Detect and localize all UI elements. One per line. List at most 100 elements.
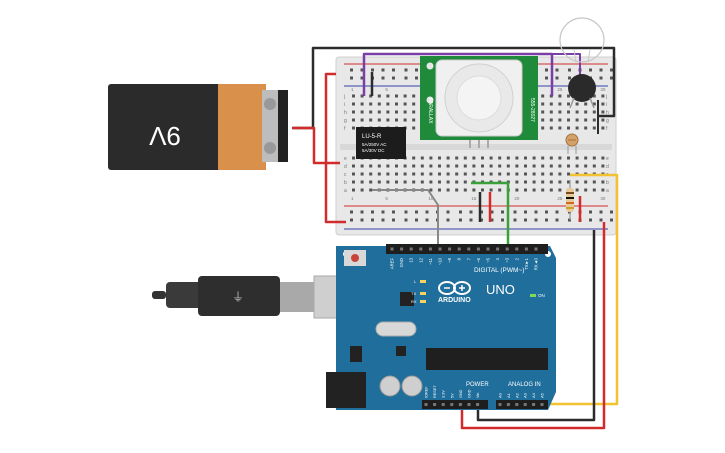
terminal-hole[interactable]: [463, 156, 467, 160]
terminal-hole[interactable]: [506, 172, 510, 176]
terminal-hole[interactable]: [524, 164, 527, 168]
terminal-hole[interactable]: [558, 126, 562, 130]
terminal-hole[interactable]: [403, 164, 407, 168]
terminal-hole[interactable]: [592, 164, 596, 168]
terminal-hole[interactable]: [472, 172, 476, 176]
terminal-hole[interactable]: [567, 180, 570, 184]
analog-pin-hole[interactable]: [523, 403, 527, 406]
terminal-hole[interactable]: [395, 118, 398, 122]
terminal-hole[interactable]: [601, 156, 605, 160]
terminal-hole[interactable]: [455, 156, 459, 160]
rail-hole[interactable]: [610, 68, 613, 72]
terminal-hole[interactable]: [438, 172, 441, 176]
terminal-hole[interactable]: [412, 118, 416, 122]
terminal-hole[interactable]: [584, 126, 588, 130]
terminal-hole[interactable]: [532, 180, 536, 184]
terminal-hole[interactable]: [575, 188, 579, 192]
terminal-hole[interactable]: [481, 172, 484, 176]
rail-hole[interactable]: [545, 68, 548, 72]
terminal-hole[interactable]: [592, 118, 596, 122]
power-pin-hole[interactable]: [467, 403, 471, 406]
terminal-hole[interactable]: [592, 180, 596, 184]
terminal-hole[interactable]: [515, 164, 519, 168]
terminal-hole[interactable]: [515, 188, 519, 192]
terminal-hole[interactable]: [412, 126, 416, 130]
rail-hole[interactable]: [568, 76, 571, 80]
rail-hole[interactable]: [360, 210, 364, 214]
digital-pin-hole[interactable]: [457, 247, 461, 251]
terminal-hole[interactable]: [352, 126, 355, 130]
rail-hole[interactable]: [513, 210, 517, 214]
rail-hole[interactable]: [381, 68, 385, 72]
power-pin-hole[interactable]: [476, 403, 480, 406]
rail-hole[interactable]: [599, 210, 603, 214]
terminal-hole[interactable]: [506, 164, 510, 168]
terminal-hole[interactable]: [584, 180, 588, 184]
terminal-hole[interactable]: [386, 118, 390, 122]
light-bulb[interactable]: [559, 17, 605, 109]
terminal-hole[interactable]: [386, 110, 390, 114]
terminal-hole[interactable]: [592, 126, 596, 130]
terminal-hole[interactable]: [481, 156, 484, 160]
terminal-hole[interactable]: [420, 172, 424, 176]
relay[interactable]: LU-5-R 5A/250V AC 5A/30V DC: [356, 127, 406, 159]
terminal-hole[interactable]: [541, 156, 545, 160]
terminal-hole[interactable]: [524, 180, 527, 184]
rail-hole[interactable]: [392, 210, 395, 214]
pir-sensor[interactable]: PARALLAX 555-28027: [420, 56, 538, 148]
terminal-hole[interactable]: [472, 164, 476, 168]
digital-pin-hole[interactable]: [486, 247, 490, 251]
rail-hole[interactable]: [545, 76, 548, 80]
terminal-hole[interactable]: [395, 180, 398, 184]
terminal-hole[interactable]: [352, 110, 355, 114]
terminal-hole[interactable]: [549, 164, 553, 168]
rail-hole[interactable]: [404, 76, 408, 80]
terminal-hole[interactable]: [549, 188, 553, 192]
terminal-hole[interactable]: [567, 164, 570, 168]
rail-hole[interactable]: [392, 76, 395, 80]
power-header[interactable]: [422, 400, 488, 409]
terminal-hole[interactable]: [498, 172, 502, 176]
terminal-hole[interactable]: [420, 156, 424, 160]
terminal-hole[interactable]: [386, 172, 390, 176]
digital-pin-hole[interactable]: [505, 247, 509, 251]
rail-hole[interactable]: [446, 218, 450, 222]
power-pin-hole[interactable]: [433, 403, 437, 406]
terminal-hole[interactable]: [541, 94, 545, 98]
terminal-hole[interactable]: [601, 118, 605, 122]
terminal-hole[interactable]: [369, 172, 373, 176]
terminal-hole[interactable]: [584, 102, 588, 106]
terminal-hole[interactable]: [558, 164, 562, 168]
terminal-hole[interactable]: [498, 164, 502, 168]
digital-pin-hole[interactable]: [448, 247, 452, 251]
power-pin-hole[interactable]: [458, 403, 462, 406]
rail-hole[interactable]: [381, 210, 385, 214]
terminal-hole[interactable]: [584, 164, 588, 168]
rail-hole[interactable]: [545, 218, 548, 222]
terminal-hole[interactable]: [575, 180, 579, 184]
digital-pin-hole[interactable]: [419, 247, 423, 251]
rail-hole[interactable]: [350, 68, 353, 72]
power-pin-hole[interactable]: [441, 403, 445, 406]
rail-hole[interactable]: [555, 76, 559, 80]
terminal-hole[interactable]: [429, 156, 433, 160]
rail-hole[interactable]: [404, 210, 408, 214]
rail-hole[interactable]: [404, 218, 408, 222]
terminal-hole[interactable]: [532, 172, 536, 176]
terminal-hole[interactable]: [558, 172, 562, 176]
rail-hole[interactable]: [360, 68, 364, 72]
rail-hole[interactable]: [371, 218, 374, 222]
rail-hole[interactable]: [425, 218, 429, 222]
rail-hole[interactable]: [392, 68, 395, 72]
terminal-hole[interactable]: [584, 110, 588, 114]
terminal-hole[interactable]: [395, 164, 398, 168]
terminal-hole[interactable]: [395, 110, 398, 114]
rail-hole[interactable]: [480, 218, 483, 222]
terminal-hole[interactable]: [558, 180, 562, 184]
rail-hole[interactable]: [501, 218, 504, 222]
terminal-hole[interactable]: [549, 102, 553, 106]
terminal-hole[interactable]: [481, 188, 484, 192]
terminal-hole[interactable]: [412, 94, 416, 98]
terminal-hole[interactable]: [455, 188, 459, 192]
terminal-hole[interactable]: [541, 180, 545, 184]
